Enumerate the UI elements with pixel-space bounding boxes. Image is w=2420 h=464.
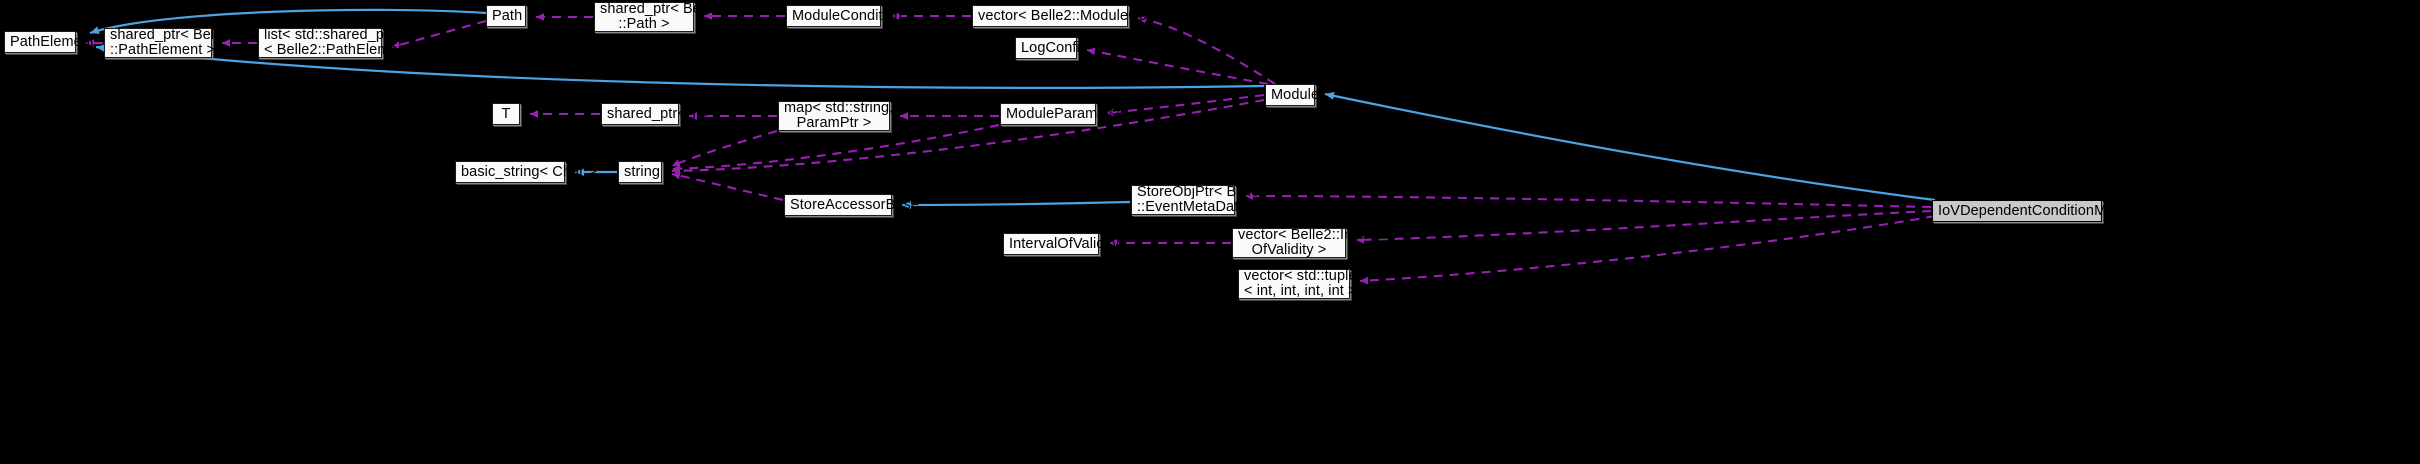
class-node-list_sp_pathelem[interactable]: list< std::shared_ptr < Belle2::PathElem… [258,27,436,58]
class-node-sp_pathelement[interactable]: shared_ptr< Belle2 ::PathElement > [104,27,234,58]
class-node-label: ModuleParamList [1006,105,1121,122]
class-node-label: StoreAccessorBase [790,196,920,213]
edge-module-vecmc [1137,15,1276,85]
class-node-vec_tuple[interactable]: vector< std::tuple < int, int, int, int … [1238,268,1370,299]
edge-mpl-string [671,123,1000,173]
edge-sab-string [671,171,784,202]
class-node-sp_path[interactable]: shared_ptr< Belle2 ::Path > [594,1,724,32]
class-node-label: T [501,105,511,122]
class-node-modulecondition[interactable]: ModuleCondition [786,5,903,27]
class-node-iovdepcondmodule[interactable]: IoVDependentConditionModule [1932,200,2143,222]
edge-iov-veciov [1355,209,1932,244]
class-node-map_mpp[interactable]: map< std::string, Module ParamPtr > [778,100,946,131]
class-node-basic_string[interactable]: basic_string< Char > [455,161,597,183]
class-node-storeaccessorbase[interactable]: StoreAccessorBase [784,194,920,216]
class-node-label: shared_ptr< Belle2 ::Path > [600,1,724,32]
class-node-label: StoreObjPtr< Belle2 ::EventMetaData > [1137,184,1268,215]
class-node-string[interactable]: string [618,161,662,183]
edge-module-logconfig [1086,47,1269,86]
edge-module-pathelement-inherit [95,44,1265,89]
class-node-vec_modulecondition[interactable]: vector< Belle2::ModuleCondition > [972,5,1203,27]
class-node-label: shared_ptr< T > [607,105,712,122]
class-node-label: list< std::shared_ptr < Belle2::PathElem… [264,27,436,58]
class-node-label: LogConfig [1021,39,1089,56]
class-node-pathelement[interactable]: PathElement [4,31,95,53]
class-node-label: PathElement [10,33,95,50]
class-node-vec_iov[interactable]: vector< Belle2::Interval OfValidity > [1232,227,1389,258]
edge-iov-vectuple [1359,214,1936,285]
class-node-label: vector< Belle2::ModuleCondition > [978,7,1203,24]
edge-module-string [671,98,1265,175]
class-node-label: string [624,163,661,180]
edge-map-string [671,129,778,167]
class-node-intervalofvalidity[interactable]: IntervalOfValidity [1003,233,1120,255]
edge-iovdep-module-inherit [1324,91,1936,202]
class-node-module[interactable]: Module [1265,84,1320,106]
class-node-t[interactable]: T [492,103,520,125]
class-node-label: IoVDependentConditionModule [1938,202,2143,219]
class-node-label: Path [492,7,523,24]
edge-storeobj-sab-inherit [901,200,1131,209]
edge-path-pathelement-inherit [89,8,487,35]
class-node-label: map< std::string, Module ParamPtr > [784,100,946,131]
class-node-logconfig[interactable]: LogConfig [1015,37,1089,59]
class-node-label: shared_ptr< Belle2 ::PathElement > [110,27,234,58]
class-node-sp_t[interactable]: shared_ptr< T > [601,103,712,125]
class-node-path[interactable]: Path [486,5,526,27]
class-node-label: vector< Belle2::Interval OfValidity > [1238,227,1389,258]
class-node-storeobjptr_emd[interactable]: StoreObjPtr< Belle2 ::EventMetaData > [1131,184,1268,215]
class-node-label: Module [1271,86,1320,103]
edge-path-list [391,19,487,49]
class-node-label: ModuleCondition [792,7,903,24]
class-node-label: IntervalOfValidity [1009,235,1120,252]
edge-module-mpl [1105,93,1265,117]
class-node-label: vector< std::tuple < int, int, int, int … [1244,268,1370,299]
class-node-moduleparamlist[interactable]: ModuleParamList [1000,103,1121,125]
edge-iov-storeobj [1244,192,1932,209]
class-node-label: basic_string< Char > [461,163,597,180]
